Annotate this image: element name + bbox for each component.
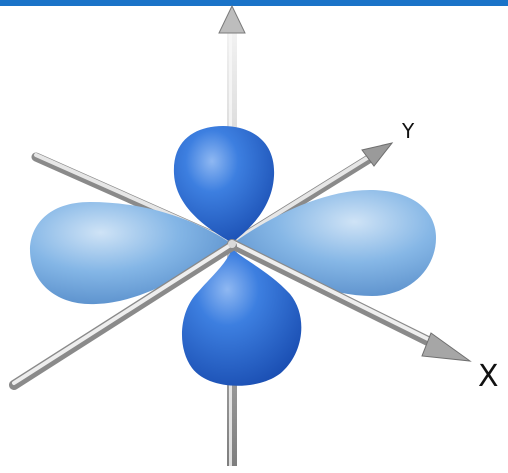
orbital-lobe-bottom [181,248,302,386]
origin-point [228,240,236,248]
y-axis-arrowhead [361,142,394,167]
orbital-lobe-left [30,202,232,305]
y-axis-label: Y [401,119,415,143]
x-axis-arrowhead [421,332,472,362]
orbital-lobe-top [173,126,275,243]
x-axis-front-rod [227,239,445,352]
y-axis-front-rod [9,241,237,390]
x-axis-label: X [478,359,499,394]
top-accent-bar [0,0,508,6]
z-axis-arrowhead [218,4,246,34]
